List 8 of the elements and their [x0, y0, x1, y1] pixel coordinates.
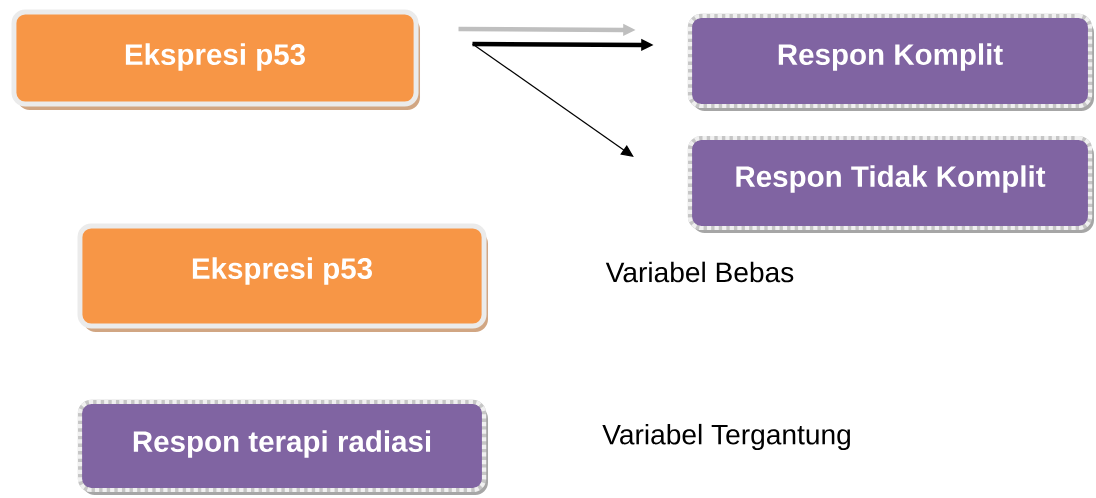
variable-box: Ekspresi p53	[11, 9, 420, 110]
dashed-box: Respon Tidak Komplit	[687, 135, 1094, 233]
dashed-box: Respon Komplit	[687, 13, 1094, 111]
dashed-box: Respon terapi radiasi	[77, 399, 488, 495]
variable-label: Variabel Bebas	[605, 261, 794, 283]
variable-box: Ekspresi p53	[77, 223, 488, 332]
variable-label: Variabel Tergantung	[602, 423, 850, 451]
arrow	[471, 43, 634, 157]
